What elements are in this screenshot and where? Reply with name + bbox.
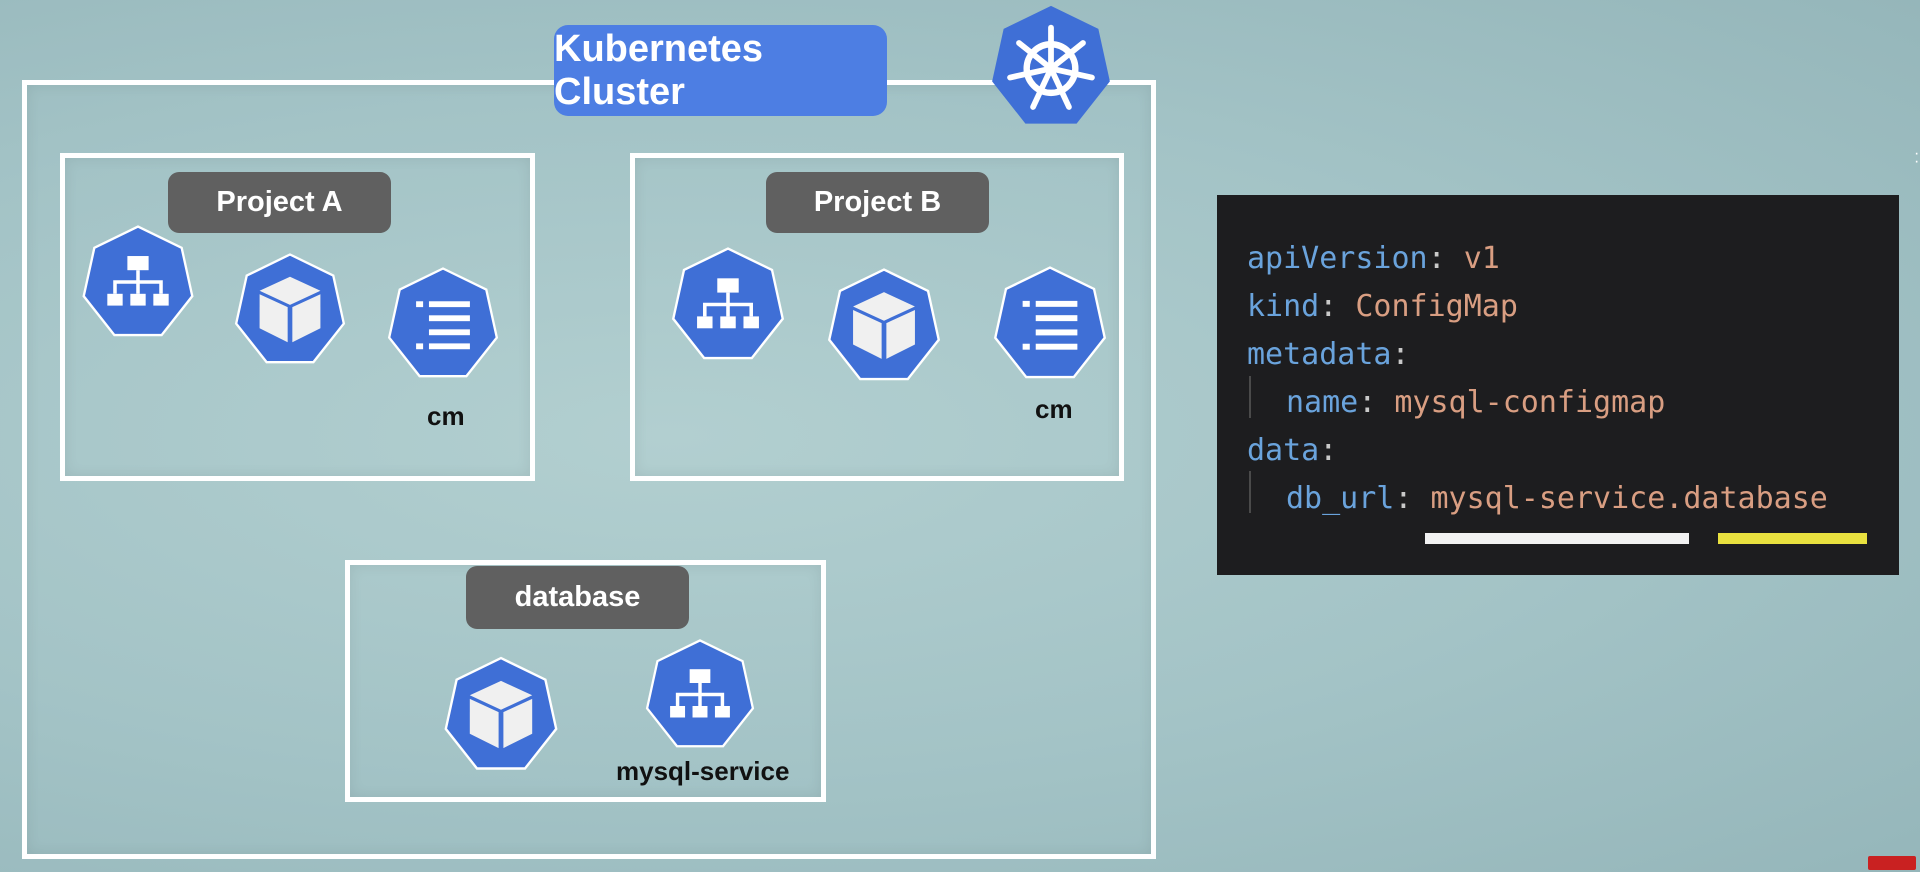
configmap-icon [990, 264, 1110, 383]
service-name-underline [1425, 533, 1689, 544]
namespace-name-underline [1718, 533, 1867, 544]
namespace-box-project-a [60, 153, 535, 481]
kubernetes-helm-icon [978, 2, 1124, 130]
namespace-label-project-b: Project B [766, 172, 989, 233]
yaml-line-kind: kind: ConfigMap [1247, 289, 1518, 324]
pod-icon [824, 266, 944, 385]
pod-icon [230, 251, 350, 368]
yaml-line-data: data: [1247, 433, 1338, 468]
service-icon [78, 223, 198, 341]
namespace-box-database [345, 560, 826, 802]
configmap-icon [383, 265, 503, 382]
cluster-title: Kubernetes Cluster [554, 25, 887, 116]
service-icon [668, 245, 788, 364]
configmap-yaml-panel: apiVersion: v1 kind: ConfigMap metadata:… [1217, 195, 1899, 575]
namespace-label-project-a: Project A [168, 172, 391, 233]
service-icon [640, 637, 760, 752]
yaml-line-metadata: metadata: [1247, 337, 1410, 372]
configmap-label-project-a: cm [427, 401, 465, 431]
pod-icon [441, 654, 561, 775]
service-label-mysql-service: mysql-service [616, 756, 790, 786]
configmap-label-project-b: cm [1035, 394, 1073, 424]
namespace-box-project-b [630, 153, 1124, 481]
yaml-line-db-url: db_url: mysql-service.database [1286, 481, 1828, 516]
namespace-label-database: database [466, 566, 689, 629]
indent-guide [1249, 471, 1251, 513]
more-options-icon[interactable]: ·· [1914, 145, 1920, 170]
yaml-line-name: name: mysql-configmap [1286, 385, 1666, 420]
yaml-line-apiversion: apiVersion: v1 [1247, 241, 1500, 276]
indent-guide [1249, 376, 1251, 418]
channel-watermark-badge [1868, 856, 1916, 870]
